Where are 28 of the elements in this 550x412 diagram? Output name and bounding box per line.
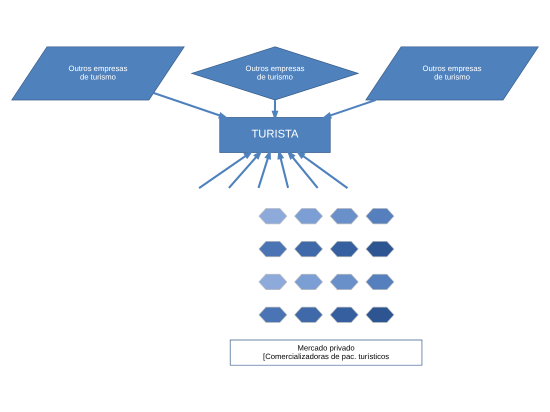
node-hexagon [258, 306, 288, 323]
node-box: Mercado privado [Comercializadoras de pac. turísticos [230, 340, 422, 366]
node-hexagon [330, 274, 359, 290]
arrow [258, 149, 271, 188]
node-hexagon [294, 241, 324, 258]
node-hexagon [366, 306, 394, 323]
node-hexagon [294, 306, 324, 323]
arrow [272, 100, 278, 121]
arrow [228, 150, 262, 189]
node-hexagon [294, 208, 324, 224]
arrow [153, 92, 228, 119]
node-hexagon [366, 208, 394, 224]
arrow [296, 150, 348, 189]
node-hexagon [330, 241, 359, 258]
node-hexagon [366, 241, 394, 258]
node-hexagon [294, 274, 324, 290]
node-hexagon [258, 208, 288, 224]
node-hexagon [258, 274, 288, 290]
node-hexagon [330, 208, 359, 224]
arrow [198, 150, 254, 189]
arrow [322, 99, 376, 119]
node-hexagon [258, 241, 288, 258]
node-hexagon [366, 274, 394, 290]
node-box: TURISTA [219, 117, 331, 153]
node-diamond: Outros empresas de turismo [190, 46, 360, 100]
node-hexagon [330, 306, 359, 323]
arrow [277, 149, 290, 188]
arrow [286, 150, 318, 189]
